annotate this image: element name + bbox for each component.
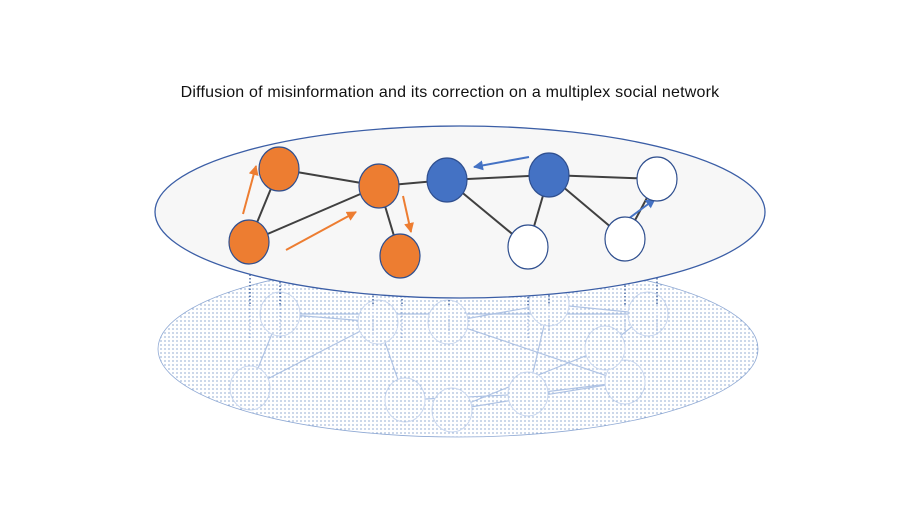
- bottom-layer: [157, 260, 759, 438]
- bottom-node: [427, 299, 469, 345]
- correction-arrow: [627, 198, 656, 220]
- correction-arrow: [473, 156, 530, 171]
- bottom-node: [584, 325, 626, 371]
- bottom-node: [507, 371, 549, 417]
- bottom-node: [431, 387, 473, 433]
- bottom-node: [357, 299, 399, 345]
- node-misinformed: [358, 163, 400, 209]
- node-neutral: [507, 224, 549, 270]
- bottom-node: [604, 359, 646, 405]
- bottom-node: [259, 291, 301, 337]
- misinformation-arrow: [242, 165, 259, 215]
- misinformation-arrow: [402, 195, 414, 233]
- bottom-layer-nodes: [229, 281, 669, 433]
- top-layer-nodes: [228, 146, 678, 279]
- node-neutral: [604, 216, 646, 262]
- bottom-edge: [249, 321, 379, 389]
- node-corrected: [426, 157, 468, 203]
- node-neutral: [636, 156, 678, 202]
- diagram-title: Diffusion of misinformation and its corr…: [180, 84, 720, 101]
- top-edge: [248, 185, 380, 243]
- top-layer-plane: [154, 125, 766, 299]
- spread-arrows: [242, 156, 656, 251]
- node-misinformed: [228, 219, 270, 265]
- bottom-edge: [447, 321, 626, 383]
- top-layer: [154, 125, 766, 299]
- node-corrected: [528, 152, 570, 198]
- node-misinformed: [379, 233, 421, 279]
- node-misinformed: [258, 146, 300, 192]
- bottom-node: [229, 365, 271, 411]
- misinformation-arrow: [285, 211, 357, 251]
- bottom-node: [627, 291, 669, 337]
- bottom-node: [384, 377, 426, 423]
